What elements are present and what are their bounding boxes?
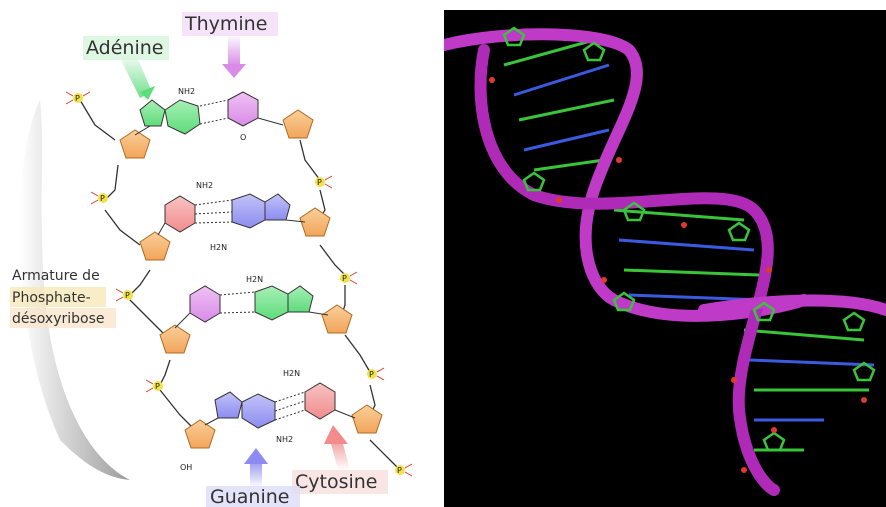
- phosphate-6: P: [340, 271, 358, 285]
- backbone-brace: [19, 100, 131, 480]
- phosphate-7: P: [367, 367, 385, 381]
- cytosine-label-bg: [292, 470, 388, 494]
- dna-helix-render: [444, 10, 886, 507]
- sugar-2: [282, 109, 314, 139]
- atom-nh2-2: NH2: [196, 181, 213, 190]
- phosphate-5: P: [315, 175, 333, 189]
- helix-strand-1: [444, 28, 810, 322]
- atom-oh: OH: [180, 463, 192, 472]
- backbone-label-highlight: [10, 287, 106, 307]
- sugar-4: [299, 207, 331, 237]
- atom-o-1: O: [240, 133, 246, 142]
- helix-strand-2: [474, 44, 780, 496]
- cytosine-2-ring: [304, 382, 336, 420]
- cytosine-label: Cytosine: [295, 471, 378, 493]
- atom-h2n-4: H2N: [283, 369, 300, 378]
- adenine-1-ring5: [139, 99, 166, 127]
- adenine-1-ring6: [164, 99, 201, 135]
- atom-h2n-2: H2N: [210, 243, 227, 252]
- svg-text:P: P: [100, 194, 105, 203]
- base-pair-adenine-thymine: [134, 91, 284, 136]
- sugar-6: [321, 304, 353, 334]
- svg-text:P: P: [125, 291, 130, 300]
- deoxyribose-sugars: [119, 109, 383, 449]
- backbone-label-line3: désoxyribose: [12, 311, 105, 327]
- phosphate-groups: P P P P P: [65, 91, 413, 477]
- guanine-label: Guanine: [210, 486, 289, 507]
- structure-canvas: P P P P P: [10, 12, 413, 507]
- adenine-arrow-head: [140, 86, 155, 100]
- backbone-label-highlight-2: [10, 308, 116, 328]
- svg-text:P: P: [397, 466, 402, 475]
- guanine-1-ring5: [264, 193, 291, 221]
- guanine-label-bg: [206, 486, 300, 507]
- cytosine-arrow: [330, 440, 350, 470]
- guanine-2-ring5: [214, 391, 243, 419]
- svg-text:P: P: [342, 274, 347, 283]
- cytosine-arrow-head: [324, 425, 348, 444]
- sugar-1: [119, 129, 151, 159]
- oxygen-atoms: [489, 77, 867, 473]
- thymine-1-ring: [227, 91, 259, 127]
- phosphate-3: P: [115, 288, 133, 302]
- guanine-arrow: [250, 462, 262, 488]
- left-backbone-bonds: [79, 99, 196, 431]
- thymine-label-bg: [182, 12, 278, 36]
- atom-h2n-3: H2N: [246, 275, 263, 284]
- helix-canvas: [444, 10, 886, 507]
- sugar-3: [139, 231, 171, 261]
- svg-text:P: P: [75, 94, 80, 103]
- sugar-8: [351, 404, 383, 434]
- thymine-label: Thymine: [184, 13, 267, 35]
- phosphate-8: P: [395, 463, 413, 477]
- svg-text:P: P: [317, 178, 322, 187]
- adenine-2-ring5: [287, 285, 314, 313]
- adenine-2-ring6: [254, 285, 289, 321]
- adenine-label: Adénine: [86, 37, 163, 59]
- sugar-7: [184, 419, 216, 449]
- guanine-arrow-head: [244, 448, 268, 464]
- adenine-label-bg: [83, 36, 169, 60]
- dna-structure-diagram: P P P P P: [0, 0, 440, 507]
- guanine-1-ring6: [231, 193, 266, 229]
- base-pair-cytosine-guanine: [157, 193, 306, 236]
- phosphate-1: P: [65, 91, 91, 105]
- svg-text:P: P: [369, 370, 374, 379]
- backbone-label-line2: Phosphate-: [12, 290, 91, 306]
- phosphate-2: P: [90, 191, 108, 205]
- atom-nh2-1: NH2: [178, 87, 195, 96]
- guanine-2-ring6: [241, 393, 276, 429]
- adenine-arrow: [120, 52, 152, 98]
- sugar-5: [159, 324, 191, 354]
- base-pair-thymine-adenine: [174, 285, 329, 329]
- phosphate-4: P: [145, 379, 163, 393]
- sugar-rings: [502, 26, 876, 452]
- svg-text:P: P: [155, 382, 160, 391]
- helix-strand-3: [698, 294, 886, 316]
- backbone-label-line1: Armature de: [12, 268, 100, 284]
- thymine-2-ring: [189, 285, 221, 323]
- cytosine-1-ring: [164, 195, 196, 233]
- atom-nh2-4: NH2: [276, 435, 293, 444]
- base-pair-guanine-cytosine: [204, 382, 356, 429]
- thymine-arrow: [228, 34, 240, 66]
- right-backbone-bonds: [299, 139, 401, 471]
- thymine-arrow-head: [222, 64, 246, 78]
